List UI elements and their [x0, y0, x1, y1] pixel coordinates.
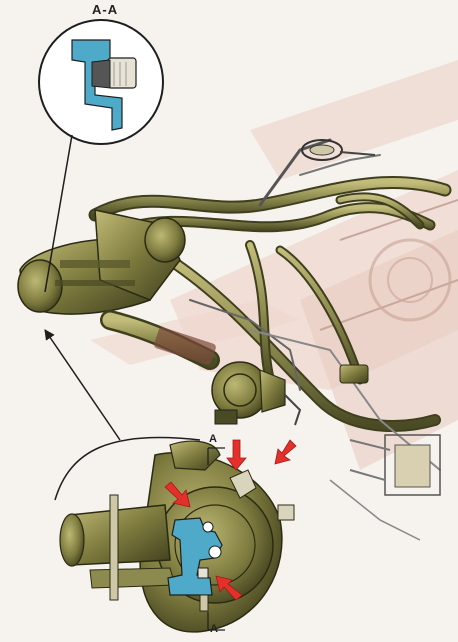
flow-arrow-icon — [226, 439, 247, 471]
lower-inset-callout — [54, 436, 201, 501]
section-cut-line — [207, 447, 225, 631]
section-aa-title: A-A — [92, 2, 119, 17]
section-aa-inset — [38, 19, 164, 145]
flow-arrow-icon — [215, 575, 243, 601]
right-fittings — [329, 364, 441, 541]
pump-cutaway-detail — [59, 440, 295, 633]
upper-fitting — [301, 139, 376, 161]
section-mark-top: A — [209, 433, 217, 445]
flow-arrows — [164, 439, 297, 601]
pump-unit — [211, 361, 302, 426]
flow-arrow-icon — [164, 481, 191, 508]
section-mark-bottom: A — [210, 623, 218, 635]
leader-arrow-icon — [44, 329, 121, 441]
heater-assembly — [17, 209, 220, 370]
flow-arrow-icon — [274, 439, 297, 465]
inset-leader-line — [44, 134, 73, 293]
